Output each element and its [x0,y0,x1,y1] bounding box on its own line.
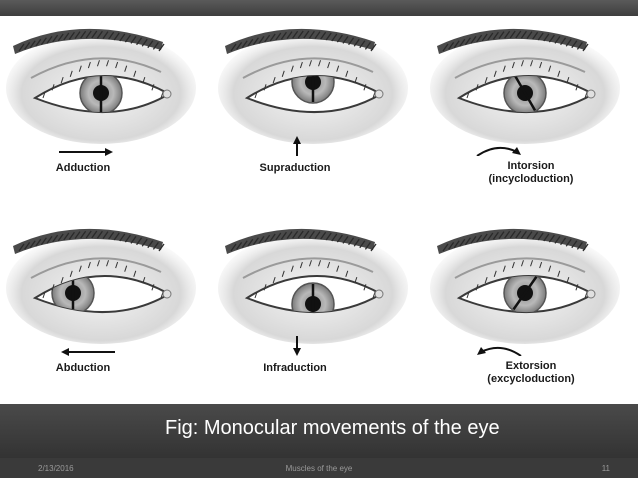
movement-label-line: (incycloduction) [488,173,574,185]
movement-label-extorsion: Extorsion(excycloduction) [425,360,637,386]
panel-extorsion: Extorsion(excycloduction) [425,216,637,410]
footer-title: Muscles of the eye [285,464,353,473]
movement-label-abduction: Abduction [0,362,189,375]
direction-arrow-curve-left [477,346,522,356]
panel-abduction: Abduction [1,216,213,410]
movement-label-line: Extorsion [505,360,557,372]
eye-illustration-supraduction [218,28,408,156]
top-bar [0,0,638,16]
movement-label-line: Intorsion [507,160,555,172]
movement-label-infraduction: Infraduction [189,362,401,375]
movement-label-supraduction: Supraduction [189,162,401,175]
direction-arrow-right [59,148,113,156]
eye-illustration-intorsion [430,28,620,156]
eyebrow [225,228,375,254]
eye-illustration-extorsion [430,228,620,356]
movement-label-adduction: Adduction [0,162,189,175]
direction-arrow-up [293,136,301,156]
direction-arrow-left [61,348,115,356]
eyebrow [437,28,587,54]
eyebrow [13,28,163,54]
footer-date: 2/13/2016 [38,464,74,473]
movement-label-intorsion: Intorsion(incycloduction) [425,160,637,186]
meridian-marker [513,75,537,111]
meridian-marker [512,275,538,311]
panel-adduction: Adduction [1,16,213,210]
panel-supraduction: Supraduction [213,16,425,210]
eyebrow [13,228,163,254]
eye-illustration-abduction [6,228,196,356]
movement-label-line: Supraduction [259,162,331,174]
eye-illustration-infraduction [218,228,408,356]
figure-caption: Fig: Monocular movements of the eye [165,417,500,439]
eyebrow [437,228,587,254]
eyebrow [225,28,375,54]
panel-infraduction: Infraduction [213,216,425,410]
caption-band [0,404,638,458]
movement-label-line: (excycloduction) [487,373,575,385]
slide-footer: 2/13/2016 Muscles of the eye 11 [0,458,638,478]
direction-arrow-curve-right [476,146,521,156]
movement-label-line: Adduction [55,162,111,174]
movement-label-line: Abduction [55,362,111,374]
panel-intorsion: Intorsion(incycloduction) [425,16,637,210]
eye-movements-figure: Adduction Supraduction Intorsion(incyclodu… [0,16,638,404]
movement-label-line: Infraduction [263,362,327,374]
slide-number: 11 [601,464,610,473]
direction-arrow-down [293,336,301,356]
eye-illustration-adduction [6,28,196,156]
